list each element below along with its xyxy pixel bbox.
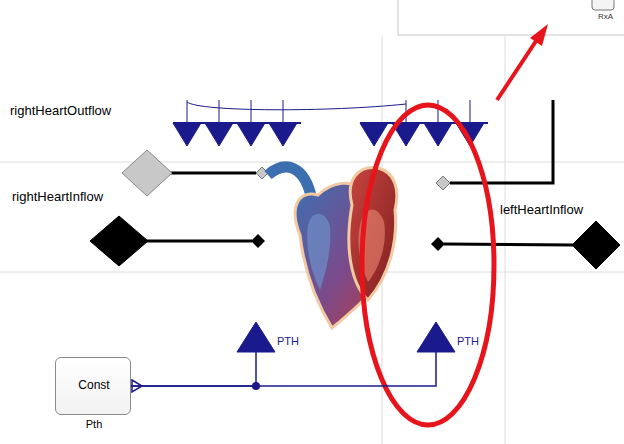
stem-line — [219, 100, 220, 123]
port-triangle — [205, 123, 233, 146]
grid-line — [0, 162, 624, 163]
diamond-shape — [122, 150, 172, 196]
wire — [160, 172, 256, 175]
port-label: leftHeartInflow — [500, 203, 583, 218]
triangle-shape — [417, 322, 455, 352]
grid-line — [505, 36, 506, 444]
highlight-arrow — [497, 38, 538, 100]
port-label: rightHeartOutflow — [10, 104, 111, 119]
part-label: RxA — [598, 13, 613, 22]
port-diamond: rightHeartOutflow — [122, 150, 172, 196]
input-port: PTH — [417, 322, 455, 352]
inset-block — [592, 0, 614, 10]
inset-panel — [398, 0, 624, 35]
highlight-ellipse — [362, 105, 494, 425]
signal-connector — [131, 352, 256, 386]
grid-lines — [0, 36, 624, 444]
diamond-shape — [572, 221, 620, 269]
block-label: Pth — [86, 418, 103, 431]
signal-connector — [131, 352, 436, 386]
port-diamond — [431, 237, 445, 251]
port-diamond: leftHeartInflow — [572, 221, 620, 269]
diamond-outline — [572, 221, 620, 269]
diamond-shape — [90, 216, 148, 266]
port-diamond — [256, 167, 268, 179]
stem-line — [470, 100, 471, 123]
port-triangle — [173, 123, 201, 146]
diamond-outline — [122, 150, 172, 196]
stem-line — [438, 100, 439, 123]
triangle-outline — [237, 322, 275, 352]
port-diamond: rightHeartInflow — [90, 216, 148, 266]
wire — [450, 100, 553, 183]
signal-wire — [187, 102, 406, 110]
wire — [146, 240, 252, 243]
triangle-shape — [237, 322, 275, 352]
stem-line — [283, 100, 284, 123]
port-label: PTH — [277, 335, 299, 348]
stem-line — [187, 100, 188, 123]
port-triangle — [424, 123, 452, 146]
heart-illustration — [268, 167, 397, 328]
port-diamond — [436, 176, 450, 190]
inset-frame — [398, 0, 624, 35]
port-diamond — [251, 234, 265, 248]
port-label: rightHeartInflow — [12, 190, 103, 205]
input-port: PTH — [237, 322, 275, 352]
source-block: ConstPth — [55, 357, 131, 415]
wire — [444, 244, 574, 245]
triangle-outline — [417, 322, 455, 352]
block-name: Const — [78, 379, 109, 393]
right-ventricle — [307, 214, 330, 290]
port-triangle — [237, 123, 265, 146]
highlight-arrowhead — [530, 24, 548, 46]
stem-line — [251, 100, 252, 123]
port-triangle — [269, 123, 297, 146]
diamond-outline — [90, 216, 148, 266]
left-heart — [349, 168, 397, 300]
port-label: PTH — [457, 335, 479, 348]
